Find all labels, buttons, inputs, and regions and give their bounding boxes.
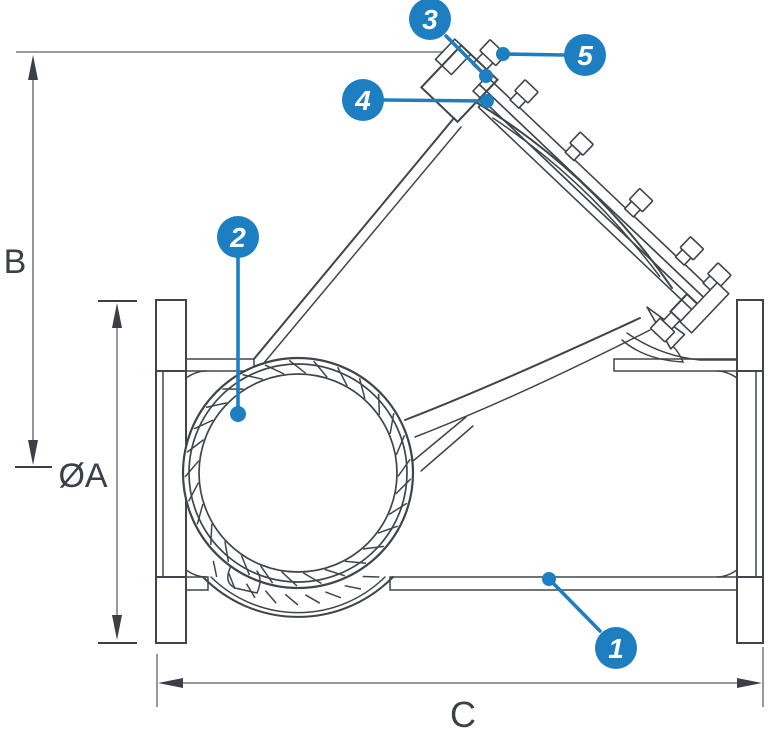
callout-number: 5 bbox=[577, 40, 593, 71]
cone-lower-inner bbox=[414, 329, 651, 438]
leader-line bbox=[444, 34, 488, 78]
arrowhead-right-icon bbox=[737, 678, 762, 688]
left-flange-outline bbox=[155, 299, 187, 644]
callout-4[interactable]: 4 bbox=[342, 79, 494, 121]
leader-line bbox=[548, 578, 602, 633]
callout-number: 2 bbox=[229, 222, 246, 253]
callout-number: 1 bbox=[608, 633, 624, 664]
arrowhead-up-icon bbox=[28, 55, 38, 80]
top-wall-left bbox=[185, 358, 255, 372]
callout-1[interactable]: 1 bbox=[542, 572, 637, 669]
right-flange-top bbox=[736, 299, 764, 372]
branch-flange-block bbox=[679, 281, 730, 334]
dimension-label-oa: ØA bbox=[58, 457, 107, 495]
right-flange bbox=[716, 299, 764, 644]
leader-dot bbox=[230, 406, 246, 422]
lower-bolt-icon bbox=[650, 311, 681, 343]
bottom-wall-right bbox=[389, 576, 738, 591]
leader-dot bbox=[479, 69, 493, 83]
right-flange-bottom bbox=[736, 576, 764, 644]
leader-dot bbox=[542, 572, 556, 586]
branch-cone bbox=[253, 117, 738, 472]
cone-upper-inner bbox=[262, 126, 462, 365]
callout-number: 4 bbox=[354, 85, 371, 116]
callout-3[interactable]: 3 bbox=[409, 0, 493, 83]
screen-sump bbox=[202, 576, 394, 618]
cover-flange-plate bbox=[478, 75, 713, 299]
arrowhead-down-icon bbox=[112, 615, 122, 640]
dimension-label-c: C bbox=[450, 694, 476, 735]
dimension-oa: ØA bbox=[58, 300, 137, 644]
callout-badge[interactable] bbox=[342, 79, 384, 121]
left-flange-top bbox=[155, 299, 187, 372]
cone-lower-edge bbox=[404, 317, 641, 421]
screen-seat-notch bbox=[227, 565, 261, 594]
valve-body bbox=[155, 38, 764, 644]
callouts: 3 5 4 2 1 bbox=[217, 0, 637, 669]
leader-dot bbox=[496, 47, 510, 61]
callout-badge[interactable] bbox=[217, 216, 259, 258]
strainer-screen bbox=[181, 356, 415, 606]
dimension-label-b: B bbox=[4, 243, 27, 281]
callout-badge[interactable] bbox=[409, 0, 451, 40]
arrowhead-down-icon bbox=[28, 440, 38, 465]
callout-badge[interactable] bbox=[595, 627, 637, 669]
cover-dome-inner bbox=[492, 117, 661, 278]
branch-fillet bbox=[626, 332, 738, 361]
right-flange-outline bbox=[736, 299, 764, 644]
cover-dome-outer bbox=[475, 101, 674, 290]
arrowhead-up-icon bbox=[112, 303, 122, 328]
leader-dot bbox=[480, 94, 494, 108]
callout-5[interactable]: 5 bbox=[496, 34, 606, 76]
arrowhead-left-icon bbox=[158, 678, 183, 688]
dimension-c: C bbox=[156, 647, 764, 735]
cone-upper-edge bbox=[253, 117, 455, 360]
left-flange-bottom bbox=[155, 576, 187, 644]
callout-badge[interactable] bbox=[564, 34, 606, 76]
leader-line bbox=[501, 52, 566, 57]
screen-mesh-ticks bbox=[184, 359, 412, 606]
dimension-b: B bbox=[4, 51, 445, 468]
callout-number: 3 bbox=[422, 4, 438, 35]
leader-line bbox=[382, 98, 489, 103]
callout-2[interactable]: 2 bbox=[217, 216, 259, 422]
